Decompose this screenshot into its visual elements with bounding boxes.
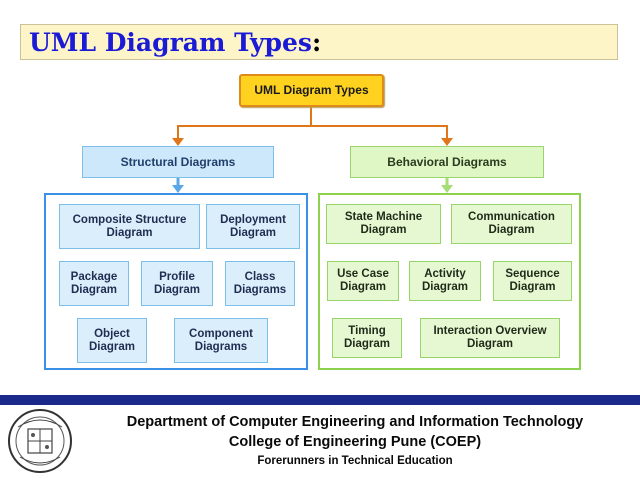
use-case-node: Use Case Diagram — [327, 261, 399, 301]
activity-node: Activity Diagram — [409, 261, 481, 301]
class-node: Class Diagrams — [225, 261, 295, 306]
coep-emblem-icon — [8, 409, 72, 473]
root-node: UML Diagram Types — [239, 74, 384, 107]
arrowhead-structural-icon — [172, 138, 184, 146]
arrowhead-behavioral-group-icon — [441, 185, 453, 193]
composite-structure-node: Composite Structure Diagram — [59, 204, 200, 249]
behavioral-diagrams-node: Behavioral Diagrams — [350, 146, 544, 178]
title-banner: UML Diagram Types: — [20, 24, 618, 60]
structural-diagrams-node: Structural Diagrams — [82, 146, 274, 178]
behavioral-group — [318, 193, 581, 370]
arrowhead-behavioral-icon — [441, 138, 453, 146]
footer-department: Department of Computer Engineering and I… — [126, 414, 584, 430]
object-node: Object Diagram — [77, 318, 147, 363]
package-node: Package Diagram — [59, 261, 129, 306]
timing-node: Timing Diagram — [332, 318, 402, 358]
profile-node: Profile Diagram — [141, 261, 213, 306]
deployment-node: Deployment Diagram — [206, 204, 300, 249]
footer-tagline: Forerunners in Technical Education — [257, 455, 453, 467]
state-machine-node: State Machine Diagram — [326, 204, 441, 244]
interaction-overview-node: Interaction Overview Diagram — [420, 318, 560, 358]
footer-divider — [0, 395, 640, 405]
page-title: UML Diagram Types: — [29, 28, 321, 57]
communication-node: Communication Diagram — [451, 204, 572, 244]
structural-group — [44, 193, 308, 370]
connector-structural — [177, 107, 312, 141]
footer-college: College of Engineering Pune (COEP) — [228, 434, 482, 450]
title-text: UML Diagram Types — [29, 28, 312, 57]
arrowhead-structural-group-icon — [172, 185, 184, 193]
title-colon: : — [311, 28, 322, 57]
sequence-node: Sequence Diagram — [493, 261, 572, 301]
component-node: Component Diagrams — [174, 318, 268, 363]
connector-behavioral — [311, 125, 448, 141]
